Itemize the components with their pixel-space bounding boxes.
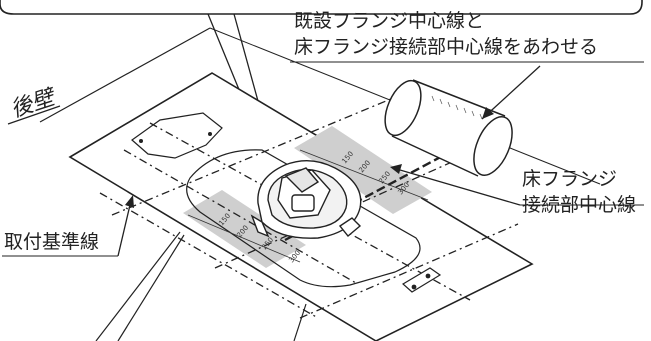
- callout-bubble: [0, 0, 643, 15]
- center-arrow-line: [399, 169, 521, 206]
- existing-flange-pipe: [384, 79, 513, 177]
- bottom-leader-1: [95, 231, 181, 341]
- floor-flange-connector: [250, 160, 362, 239]
- shaded-band-upper: [294, 126, 432, 214]
- align-arrow-head: [482, 107, 494, 119]
- baseline-arrow-head: [125, 195, 134, 208]
- flange-center-label-line-1: 床フランジ: [522, 168, 618, 190]
- guide-line-e: [214, 152, 473, 269]
- front-hole-2: [425, 273, 431, 279]
- guide-line-c: [99, 192, 319, 319]
- bowl-outline: [186, 149, 421, 288]
- center-arrow-head: [390, 164, 402, 174]
- rear-hole-1: [139, 139, 143, 143]
- align-arrow-line: [481, 65, 541, 120]
- front-hole-1: [411, 284, 417, 290]
- mounting-baseline-label: 取付基準線: [4, 231, 100, 253]
- rear-hole-2: [208, 132, 212, 136]
- bottom-leader-2: [117, 234, 185, 341]
- baseline-arrow-line: [117, 204, 131, 257]
- align-instruction-line-1: 既設フランジ中心線と: [294, 10, 485, 32]
- guide-line-d: [111, 95, 399, 216]
- back-wall-line: [39, 27, 211, 123]
- align-instruction-line-2: 床フランジ接続部中心線をあわせる: [294, 36, 599, 58]
- guide-line-f: [299, 223, 519, 319]
- bottom-leader-3: [293, 303, 307, 341]
- flange-center-label-line-2: 接続部中心線: [522, 194, 637, 216]
- rear-outline: [131, 112, 223, 159]
- back-wall-underline: [7, 105, 61, 125]
- guide-line-a: [123, 149, 357, 284]
- shaded-band-lower: [183, 190, 306, 268]
